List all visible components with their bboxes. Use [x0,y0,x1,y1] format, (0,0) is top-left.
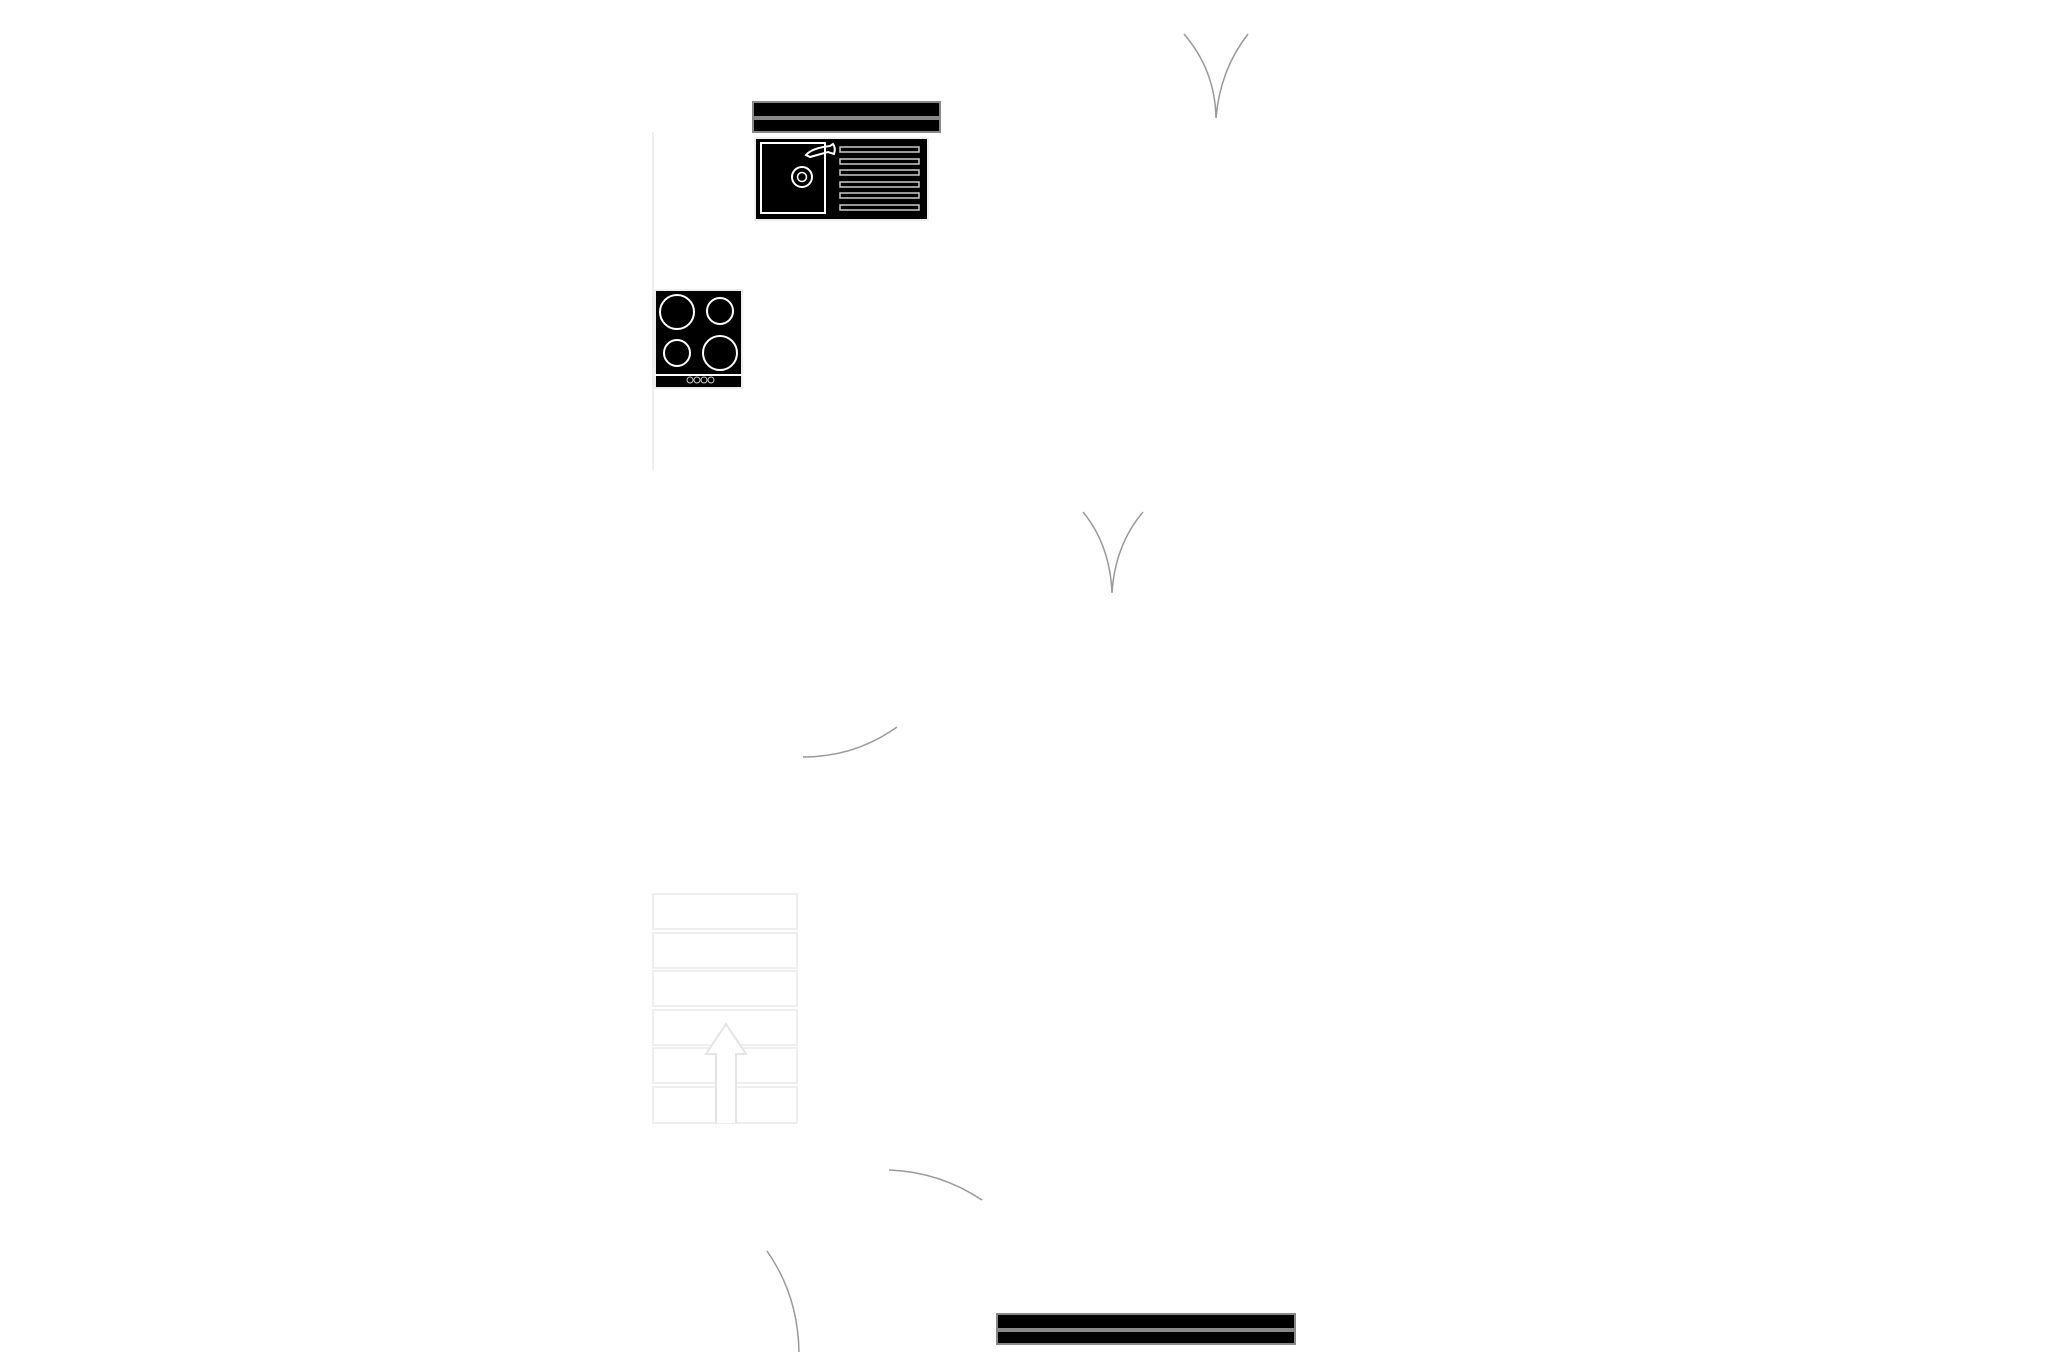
kitchen-sink [754,137,929,221]
faucet-icon [804,142,836,159]
stair-direction-arrow [704,1022,748,1123]
burner-icon [702,335,738,371]
drain-icon [791,166,813,188]
control-knobs [686,376,715,384]
draining-board [839,146,920,211]
door-swing-arc [1183,33,1249,119]
burner-icon [659,294,695,330]
door-swing-arc [766,1250,800,1353]
staircase [652,893,798,1124]
wall-segment-top [752,101,941,133]
door-swing-arc [802,726,898,758]
door-swing-arc [1082,511,1144,594]
burner-icon [706,297,734,325]
burner-icon [663,339,691,367]
cooktop [654,289,743,389]
wall-segment-bottom [996,1313,1296,1345]
door-swing-arc [888,1169,983,1201]
